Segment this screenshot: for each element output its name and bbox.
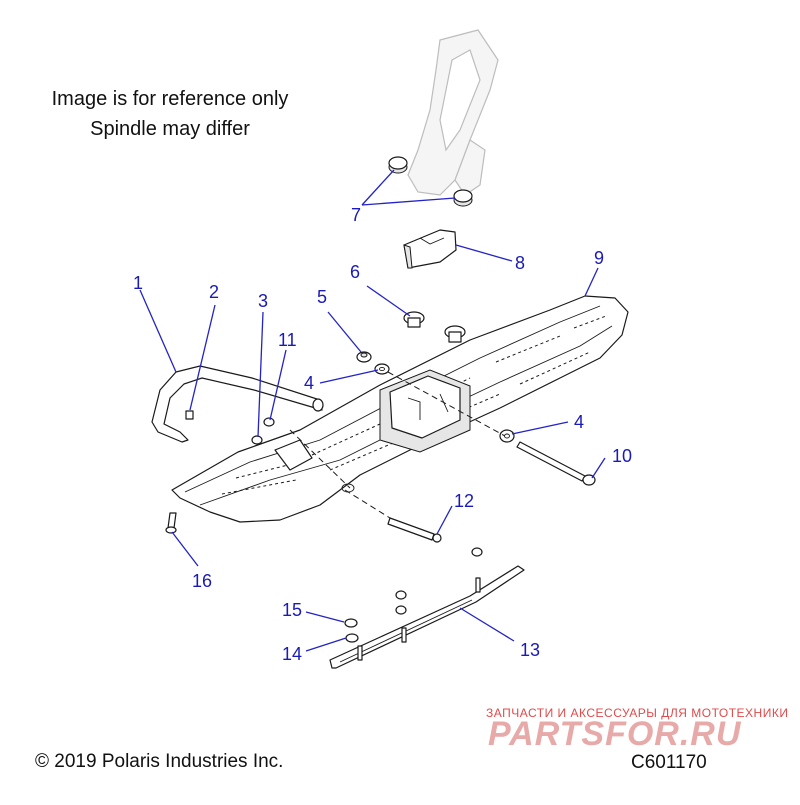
callout-4-upper: 4 [304, 373, 314, 393]
callout-3: 3 [258, 291, 268, 311]
assembly-line-front [289, 429, 351, 489]
assembly-line-axle [387, 371, 506, 437]
callout-10: 10 [612, 446, 632, 466]
callout-8: 8 [515, 253, 525, 273]
callout-4-lower: 4 [574, 412, 584, 432]
nut-3 [251, 435, 263, 445]
nut-extra-b [471, 547, 483, 557]
bushing-lower [453, 189, 473, 207]
callout-11: 11 [278, 330, 297, 350]
stud-6 [444, 325, 466, 343]
washer-14 [345, 633, 359, 643]
wear-bar [329, 565, 525, 669]
nut-5 [356, 351, 372, 363]
copyright-text: © 2019 Polaris Industries Inc. [35, 751, 284, 772]
callout-5: 5 [317, 287, 327, 307]
ski-loop [151, 365, 324, 443]
reference-note: Image is for reference only [51, 88, 289, 110]
callout-7: 7 [351, 205, 361, 225]
spindle [407, 29, 499, 196]
bolt-10 [516, 441, 596, 486]
washer-11 [263, 417, 275, 427]
watermark-brand: PARTSFOR.RU [488, 715, 742, 753]
ski [171, 295, 629, 523]
callout-9: 9 [594, 248, 604, 268]
callout-1: 1 [133, 273, 143, 293]
callout-16: 16 [192, 571, 212, 591]
callout-6: 6 [350, 262, 360, 282]
callout-13: 13 [520, 640, 540, 660]
nut-15 [344, 618, 358, 628]
leader-lines [139, 169, 606, 652]
bushing-upper [388, 156, 408, 174]
assembly-line-bolt12 [344, 489, 391, 519]
callout-15: 15 [282, 600, 302, 620]
bolt-12 [387, 517, 442, 543]
washer-upper [374, 363, 390, 375]
spindle-note: Spindle may differ [90, 118, 250, 140]
clip-2 [185, 410, 194, 420]
wear-block [403, 229, 457, 269]
callout-labels: 1 2 3 11 5 6 4 4 7 8 9 10 12 13 14 15 16 [133, 205, 632, 664]
screw-16 [165, 512, 177, 534]
callout-2: 2 [209, 282, 219, 302]
washer-lower [499, 429, 515, 443]
figure-id: C601170 [631, 752, 707, 773]
nut-extra-a [395, 590, 407, 615]
callout-14: 14 [282, 644, 302, 664]
callout-12: 12 [454, 491, 474, 511]
watermark-tagline: ЗАПЧАСТИ И АКСЕССУАРЫ ДЛЯ МОТОТЕХНИКИ [486, 706, 789, 720]
